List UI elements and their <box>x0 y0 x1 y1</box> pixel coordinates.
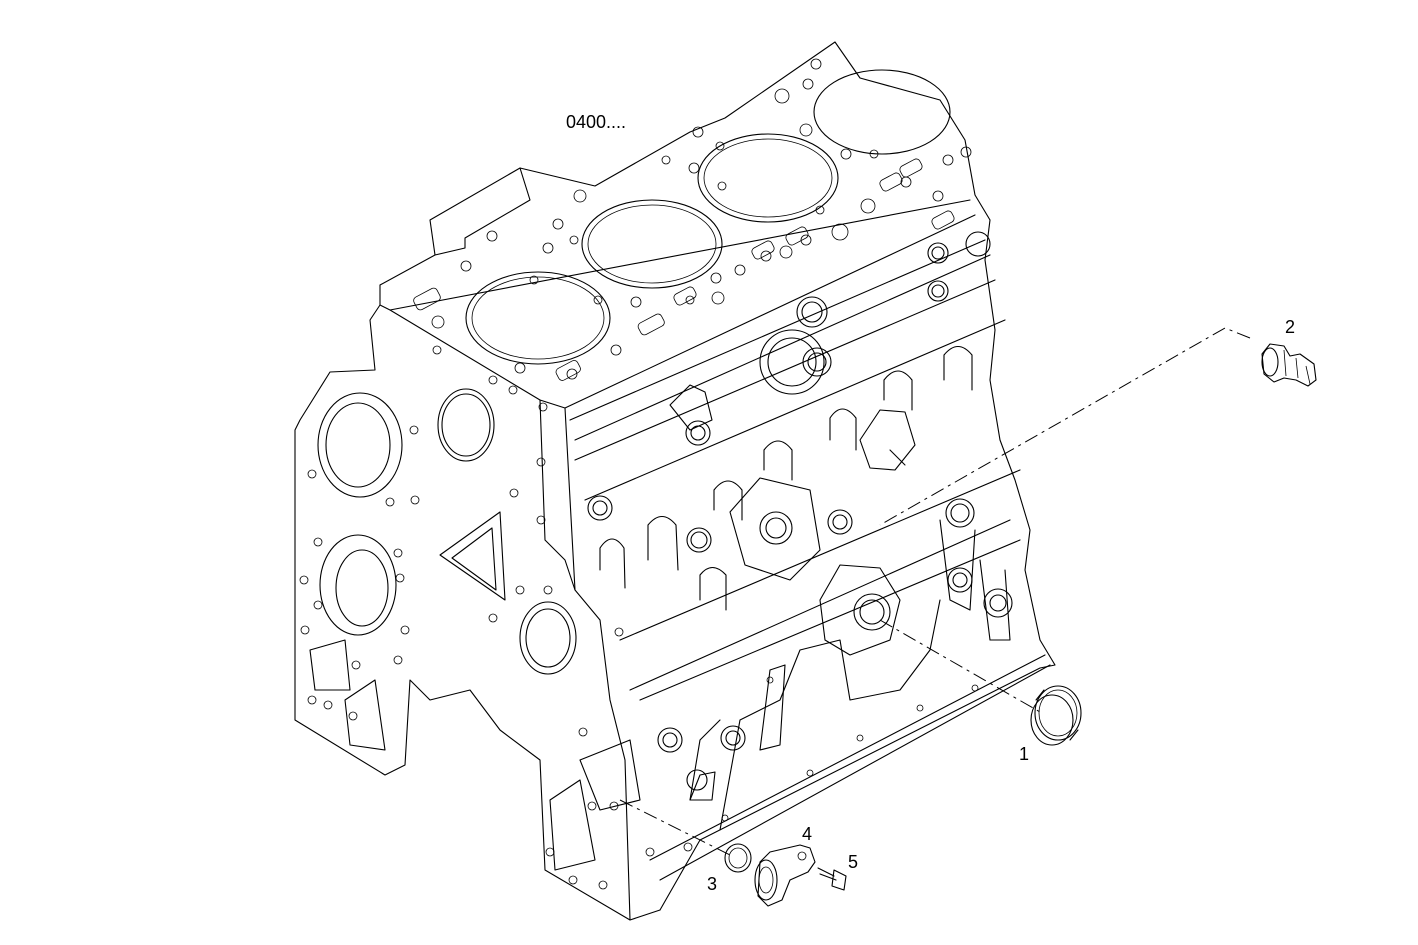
callout-2: 2 <box>1285 317 1296 337</box>
engine-block <box>294 41 1056 921</box>
callout-1: 1 <box>1019 744 1030 764</box>
callout-4: 4 <box>802 824 813 844</box>
part-5-bolt <box>817 867 847 891</box>
part-2-sensor <box>1261 343 1317 387</box>
callout-3: 3 <box>707 874 718 894</box>
part-1-seal-cup <box>1030 685 1082 746</box>
callout-5: 5 <box>848 852 859 872</box>
part-4-fitting <box>754 844 816 907</box>
part-3-o-ring <box>724 843 752 873</box>
reference-label: 0400.... <box>566 112 627 132</box>
leader-lines <box>619 327 1251 856</box>
